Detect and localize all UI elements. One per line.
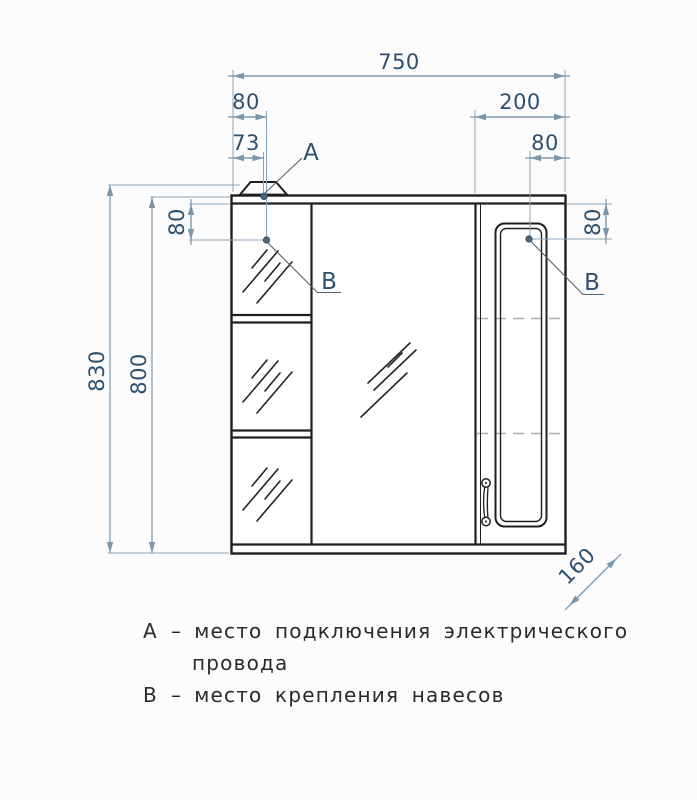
legend-a-text-line1: место подключения электрического: [194, 619, 629, 643]
legend-item-b: В–место крепления навесов: [143, 679, 663, 711]
door-frame-inner: [499, 227, 543, 523]
legend-b-key: В: [143, 683, 158, 707]
extension-lines: [108, 70, 612, 554]
callout-b-left-label: B: [321, 269, 337, 295]
dim-left-hole-offset-value: 80: [232, 90, 260, 114]
callouts: A B B: [260, 140, 604, 296]
shelf-dashed-lines: [477, 317, 564, 435]
dim-right-hole-offset-value: 80: [531, 131, 559, 155]
point-a-marker: [260, 192, 268, 201]
legend-b-text: место крепления навесов: [194, 683, 505, 707]
callout-leader-lines: [264, 157, 604, 296]
legend-item-a: А–место подключения электрического: [143, 615, 663, 647]
dim-door-width-value: 200: [499, 90, 541, 114]
dim-body-height-value: 800: [127, 353, 151, 395]
dim-right-hole-top-offset-value: 80: [581, 208, 605, 236]
legend-item-a-continuation: провода: [192, 647, 663, 679]
cabinet-body: [230, 181, 567, 555]
legend-b-dash: –: [171, 683, 183, 707]
dim-left-hole-top-offset-value: 80: [165, 208, 189, 236]
dim-depth: [564, 553, 622, 611]
callout-a-label: A: [303, 140, 319, 166]
legend-a-key: А: [143, 619, 158, 643]
door-frame-outer: [494, 222, 548, 528]
left-shelf-column: [231, 203, 313, 545]
callout-b-right-label: B: [584, 270, 600, 296]
legend-a-dash: –: [171, 619, 183, 643]
legend: А–место подключения электрического прово…: [143, 615, 663, 711]
dim-overall-height-value: 830: [85, 350, 109, 392]
door-handle: [481, 478, 491, 527]
point-b-right-marker: [525, 235, 533, 243]
cabinet-outline: [230, 194, 567, 555]
mirror-door: [474, 203, 548, 545]
point-b-left-marker: [262, 236, 271, 244]
dim-overall-width-value: 750: [378, 50, 420, 74]
legend-a-text-line2: провода: [192, 651, 289, 675]
mirror-hatch-marks: [242, 249, 417, 522]
dim-wire-offset-value: 73: [232, 131, 260, 155]
